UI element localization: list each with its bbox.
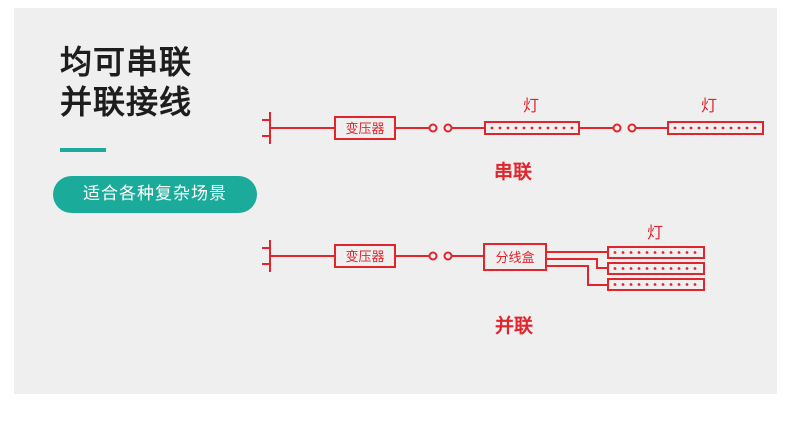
led-dot: [570, 126, 574, 130]
junction-box-label: 分线盒: [495, 250, 534, 266]
led-dot: [661, 283, 665, 286]
led-dot: [729, 126, 733, 130]
series-led-dots: [490, 126, 757, 130]
headline-line-2: 并联接线: [60, 83, 193, 121]
led-dot: [693, 283, 697, 286]
led-dot: [645, 283, 649, 286]
series-transformer-label: 变压器: [345, 121, 384, 137]
led-dot: [745, 126, 749, 130]
led-dot: [737, 126, 741, 130]
led-dot: [562, 126, 566, 130]
parallel-diagram: [262, 240, 705, 291]
led-dot: [645, 267, 649, 270]
led-dot: [753, 126, 757, 130]
series-caption: 串联: [494, 161, 532, 183]
parallel-caption: 并联: [495, 314, 533, 337]
scene-badge: 适合各种复杂场景: [53, 176, 257, 213]
wire-segment: [546, 258, 608, 269]
led-dot: [621, 283, 625, 286]
connector-icon: [443, 251, 453, 261]
headline: 均可串联 并联接线: [60, 42, 192, 122]
led-dot: [645, 251, 649, 254]
led-dot: [661, 251, 665, 254]
led-dot: [554, 126, 558, 130]
led-dot: [613, 251, 617, 254]
led-dot: [697, 126, 701, 130]
led-dot: [693, 267, 697, 270]
led-dot: [613, 267, 617, 270]
parallel-transformer-label: 变压器: [345, 249, 384, 265]
led-strip-3: [607, 278, 705, 291]
led-dot: [669, 267, 673, 270]
led-dot: [629, 267, 633, 270]
led-dot: [689, 126, 693, 130]
led-dot: [514, 126, 518, 130]
accent-divider: [60, 148, 106, 152]
series-diagram: [262, 112, 764, 144]
junction-box: [483, 243, 547, 271]
led-dot: [669, 251, 673, 254]
led-strip-2: [667, 121, 764, 135]
led-dot: [673, 126, 677, 130]
led-dot: [685, 283, 689, 286]
led-dot: [546, 126, 550, 130]
led-dot: [677, 267, 681, 270]
connector-icon: [443, 123, 453, 133]
led-dot: [530, 126, 534, 130]
led-dot: [685, 251, 689, 254]
led-dot: [681, 126, 685, 130]
led-dot: [705, 126, 709, 130]
led-dot: [669, 283, 673, 286]
parallel-led-dots: [613, 251, 697, 286]
led-dot: [685, 267, 689, 270]
led-dot: [677, 251, 681, 254]
led-dot: [713, 126, 717, 130]
led-dot: [661, 267, 665, 270]
led-dot: [637, 283, 641, 286]
led-dot: [653, 283, 657, 286]
series-lamp-2-label: 灯: [701, 96, 717, 115]
led-dot: [621, 267, 625, 270]
led-dot: [693, 251, 697, 254]
led-dot: [538, 126, 542, 130]
led-dot: [721, 126, 725, 130]
led-strip-1: [607, 246, 705, 259]
led-dot: [629, 283, 633, 286]
led-dot: [637, 251, 641, 254]
led-dot: [629, 251, 633, 254]
led-dot: [506, 126, 510, 130]
led-dot: [677, 283, 681, 286]
led-strip-2: [607, 262, 705, 275]
connector-icon: [612, 123, 622, 133]
series-lamp-1-label: 灯: [523, 96, 539, 115]
wire-segment: [546, 265, 608, 286]
parallel-lamp-label: 灯: [647, 223, 663, 242]
led-dot: [522, 126, 526, 130]
led-dot: [621, 251, 625, 254]
led-dot: [613, 283, 617, 286]
led-dot: [637, 267, 641, 270]
led-dot: [490, 126, 494, 130]
connector-icon: [627, 123, 637, 133]
connector-icon: [428, 123, 438, 133]
led-dot: [653, 251, 657, 254]
led-dot: [653, 267, 657, 270]
led-dot: [498, 126, 502, 130]
headline-line-1: 均可串联: [60, 43, 193, 81]
connector-icon: [428, 251, 438, 261]
